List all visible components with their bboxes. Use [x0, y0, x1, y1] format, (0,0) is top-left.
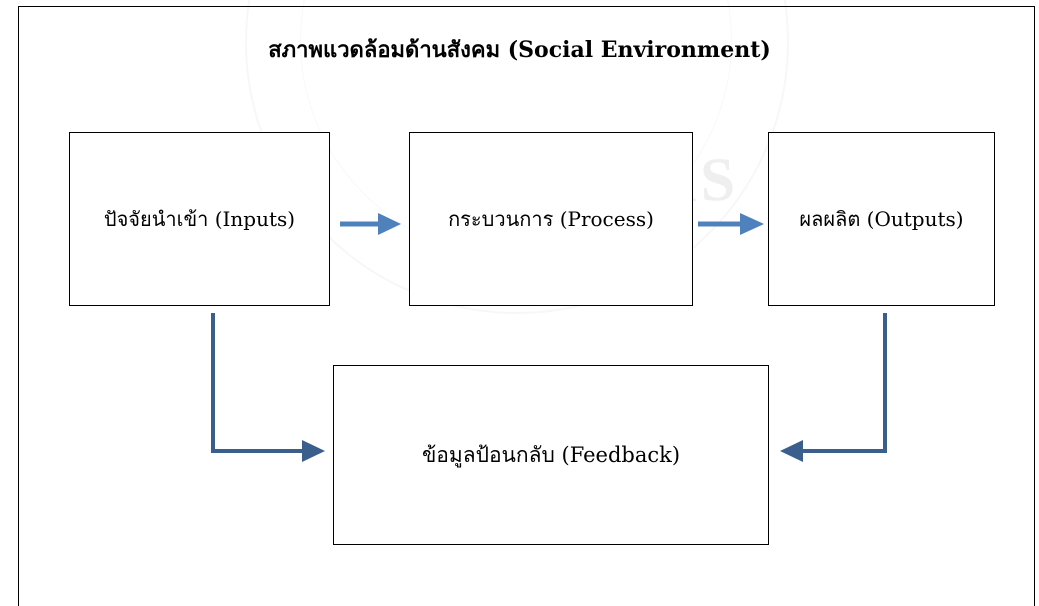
- arrow-outputs-to-feedback: [780, 313, 887, 462]
- feedback-box: ข้อมูลป้อนกลับ (Feedback): [333, 365, 769, 545]
- diagram-title: สภาพแวดล้อมด้านสังคม (Social Environment…: [268, 37, 771, 63]
- outputs-label: ผลผลิต (Outputs): [799, 207, 964, 231]
- outputs-box: ผลผลิต (Outputs): [768, 132, 995, 306]
- diagram-frame: [18, 6, 1035, 606]
- arrow-process-to-outputs: [698, 213, 764, 235]
- process-label: กระบวนการ (Process): [448, 207, 654, 231]
- inputs-label: ปัจจัยนำเข้า (Inputs): [103, 207, 296, 231]
- arrow-inputs-to-process: [340, 213, 401, 235]
- arrow-inputs-to-feedback: [211, 313, 325, 462]
- diagram-arrows: [211, 213, 887, 462]
- feedback-label: ข้อมูลป้อนกลับ (Feedback): [421, 442, 681, 467]
- process-box: กระบวนการ (Process): [409, 132, 693, 306]
- inputs-box: ปัจจัยนำเข้า (Inputs): [69, 132, 330, 306]
